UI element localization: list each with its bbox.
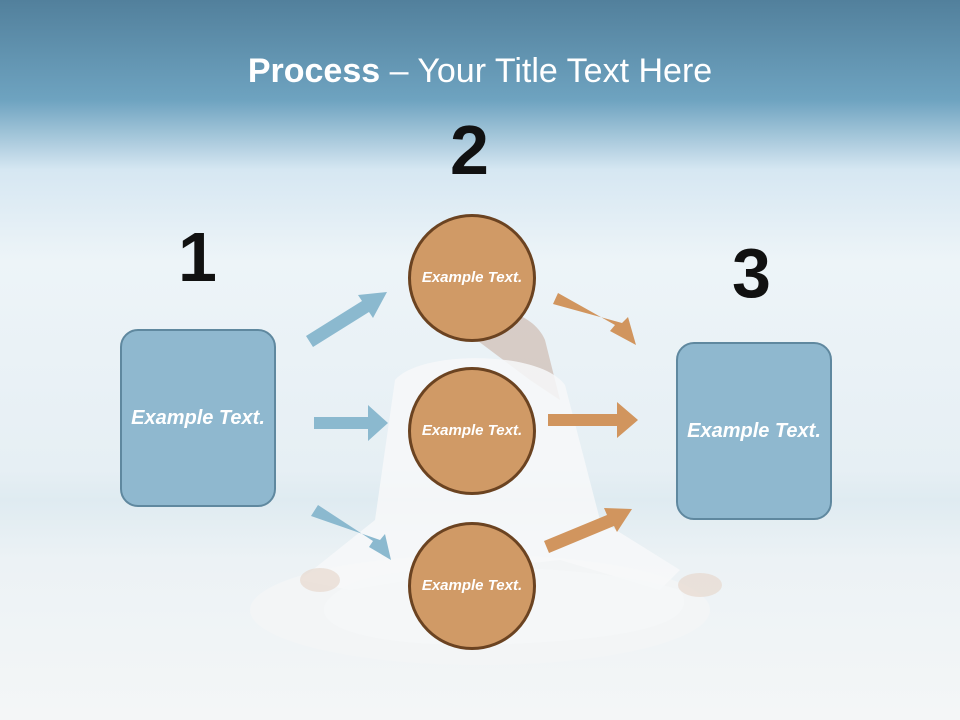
step-3-text: Example Text. xyxy=(687,419,821,442)
step-1-number: 1 xyxy=(178,218,217,296)
step-3-number: 3 xyxy=(732,234,771,312)
step-2-circle-middle: Example Text. xyxy=(408,367,536,495)
blue-arrow-up-right xyxy=(306,292,387,347)
step-1-text: Example Text. xyxy=(131,406,265,429)
step-2-bottom-text: Example Text. xyxy=(421,576,523,594)
blue-arrow-right xyxy=(314,405,388,441)
orange-arrow-down-right xyxy=(553,293,636,345)
title-rest: – Your Title Text Here xyxy=(380,52,713,90)
title-bold: Process xyxy=(247,52,381,90)
step-2-circle-bottom: Example Text. xyxy=(408,522,536,650)
orange-arrow-up-right xyxy=(544,508,632,553)
blue-arrow-down-right xyxy=(311,505,391,560)
slide-title: Process – Your Title Text Here xyxy=(0,52,960,91)
step-2-number: 2 xyxy=(450,111,489,189)
step-1-box: Example Text. xyxy=(120,329,276,507)
step-2-circle-top: Example Text. xyxy=(408,214,536,342)
orange-arrow-right xyxy=(548,402,638,438)
step-2-top-text: Example Text. xyxy=(421,268,523,286)
step-2-middle-text: Example Text. xyxy=(421,421,523,439)
step-3-box: Example Text. xyxy=(676,342,832,520)
